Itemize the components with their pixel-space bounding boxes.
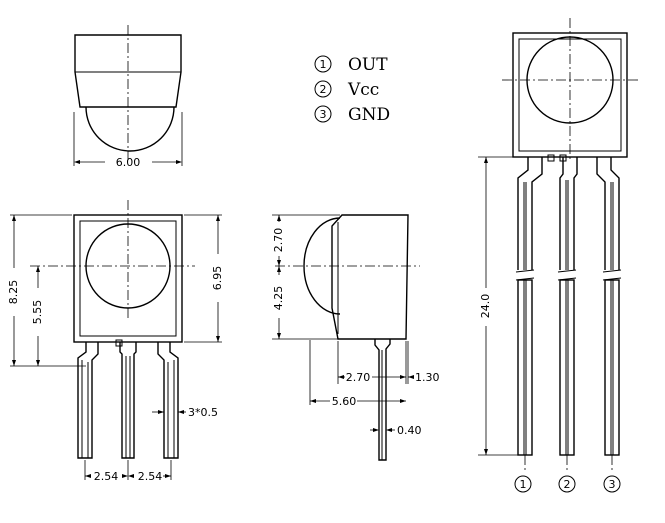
legend-number-1: 1 (320, 58, 327, 71)
dim-pin-pitch-right: 2.54 (138, 470, 163, 483)
legend-label-out: OUT (348, 55, 388, 75)
dim-top-width: 6.00 (116, 156, 141, 169)
dim-lens-center-height: 5.55 (31, 300, 44, 325)
dim-overall-height: 8.25 (7, 280, 20, 305)
dim-side-total-depth: 5.60 (332, 395, 357, 408)
dim-lead-length: 24.0 (479, 294, 492, 319)
dim-side-back: 1.30 (415, 371, 440, 384)
dim-lead-width: 0.40 (397, 424, 422, 437)
side-view: 2.70 4.25 2.70 1.30 5.60 0.40 (272, 214, 440, 461)
dim-pin-thickness: 3*0.5 (188, 406, 218, 419)
legend-number-3: 3 (320, 108, 327, 121)
legend-label-vcc: Vcc (347, 80, 379, 100)
dim-pin-pitch-left: 2.54 (94, 470, 119, 483)
long-lead-view: 24.0 1 2 3 (478, 18, 640, 493)
pin-number-1: 1 (520, 478, 527, 491)
front-view: 8.25 5.55 6.95 3*0.5 2.54 2.54 (7, 200, 224, 483)
legend-number-2: 2 (320, 83, 327, 96)
dim-side-lower: 4.25 (272, 286, 285, 311)
pin-number-3: 3 (609, 478, 616, 491)
dim-body-height: 6.95 (211, 266, 224, 291)
pin-legend: 1 OUT 2 Vcc 3 GND (314, 55, 390, 125)
top-view: 6.00 (73, 25, 183, 169)
pin-number-2: 2 (564, 478, 571, 491)
legend-label-gnd: GND (348, 105, 390, 125)
dim-side-lens-depth: 2.70 (346, 371, 371, 384)
dim-side-upper: 2.70 (272, 228, 285, 253)
